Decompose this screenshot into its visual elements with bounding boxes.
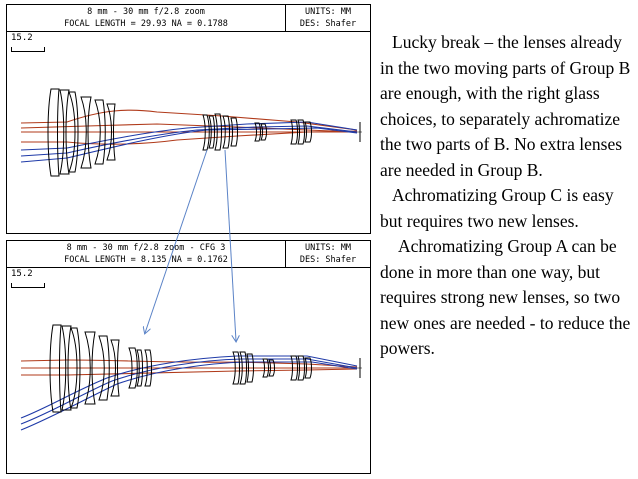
lens-diagram-bottom: 8 mm - 30 mm f/2.8 zoom - CFG 3 FOCAL LE… [6, 240, 371, 474]
lens-group-a [47, 88, 116, 177]
units-label: UNITS: MM [304, 7, 352, 17]
units-block: UNITS: MM DES: Shafer [286, 5, 370, 32]
title-block: 8 mm - 30 mm f/2.8 zoom - CFG 3 FOCAL LE… [7, 241, 286, 268]
designer-label: DES: Shafer [299, 19, 357, 29]
panel-header: 8 mm - 30 mm f/2.8 zoom FOCAL LENGTH = 2… [7, 5, 370, 32]
note-group-a: Achromatizing Group A can be done in mor… [380, 236, 631, 358]
lens-diagram-top: 8 mm - 30 mm f/2.8 zoom FOCAL LENGTH = 2… [6, 4, 371, 234]
optical-layout-top [20, 88, 362, 177]
optical-layout-bottom [20, 324, 362, 431]
lens-group-b [202, 113, 238, 151]
units-label: UNITS: MM [304, 243, 352, 253]
lens-title: 8 mm - 30 mm f/2.8 zoom [87, 7, 205, 17]
title-block: 8 mm - 30 mm f/2.8 zoom FOCAL LENGTH = 2… [7, 5, 286, 32]
focal-length-readout: FOCAL LENGTH = 8.135 NA = 0.1762 [64, 255, 228, 265]
panel-header: 8 mm - 30 mm f/2.8 zoom - CFG 3 FOCAL LE… [7, 241, 370, 268]
focal-length-readout: FOCAL LENGTH = 29.93 NA = 0.1788 [64, 19, 228, 29]
units-block: UNITS: MM DES: Shafer [286, 241, 370, 268]
scale-label: 15.2 [11, 33, 33, 43]
explanation-text: Lucky break – the lenses already in the … [380, 30, 632, 362]
lens-title: 8 mm - 30 mm f/2.8 zoom - CFG 3 [66, 243, 226, 253]
scale-bar [11, 283, 45, 288]
lens-group-a [49, 324, 120, 413]
lens-group-c [262, 355, 312, 381]
note-group-c: Achromatizing Group C is easy but requir… [380, 185, 614, 231]
ray-bundle-red [20, 109, 358, 145]
designer-label: DES: Shafer [299, 255, 357, 265]
scale-label: 15.2 [11, 269, 33, 279]
lens-group-b [128, 347, 254, 389]
scale-bar [11, 47, 45, 52]
note-group-b: Lucky break – the lenses already in the … [380, 32, 631, 180]
lens-group-c [254, 119, 312, 145]
